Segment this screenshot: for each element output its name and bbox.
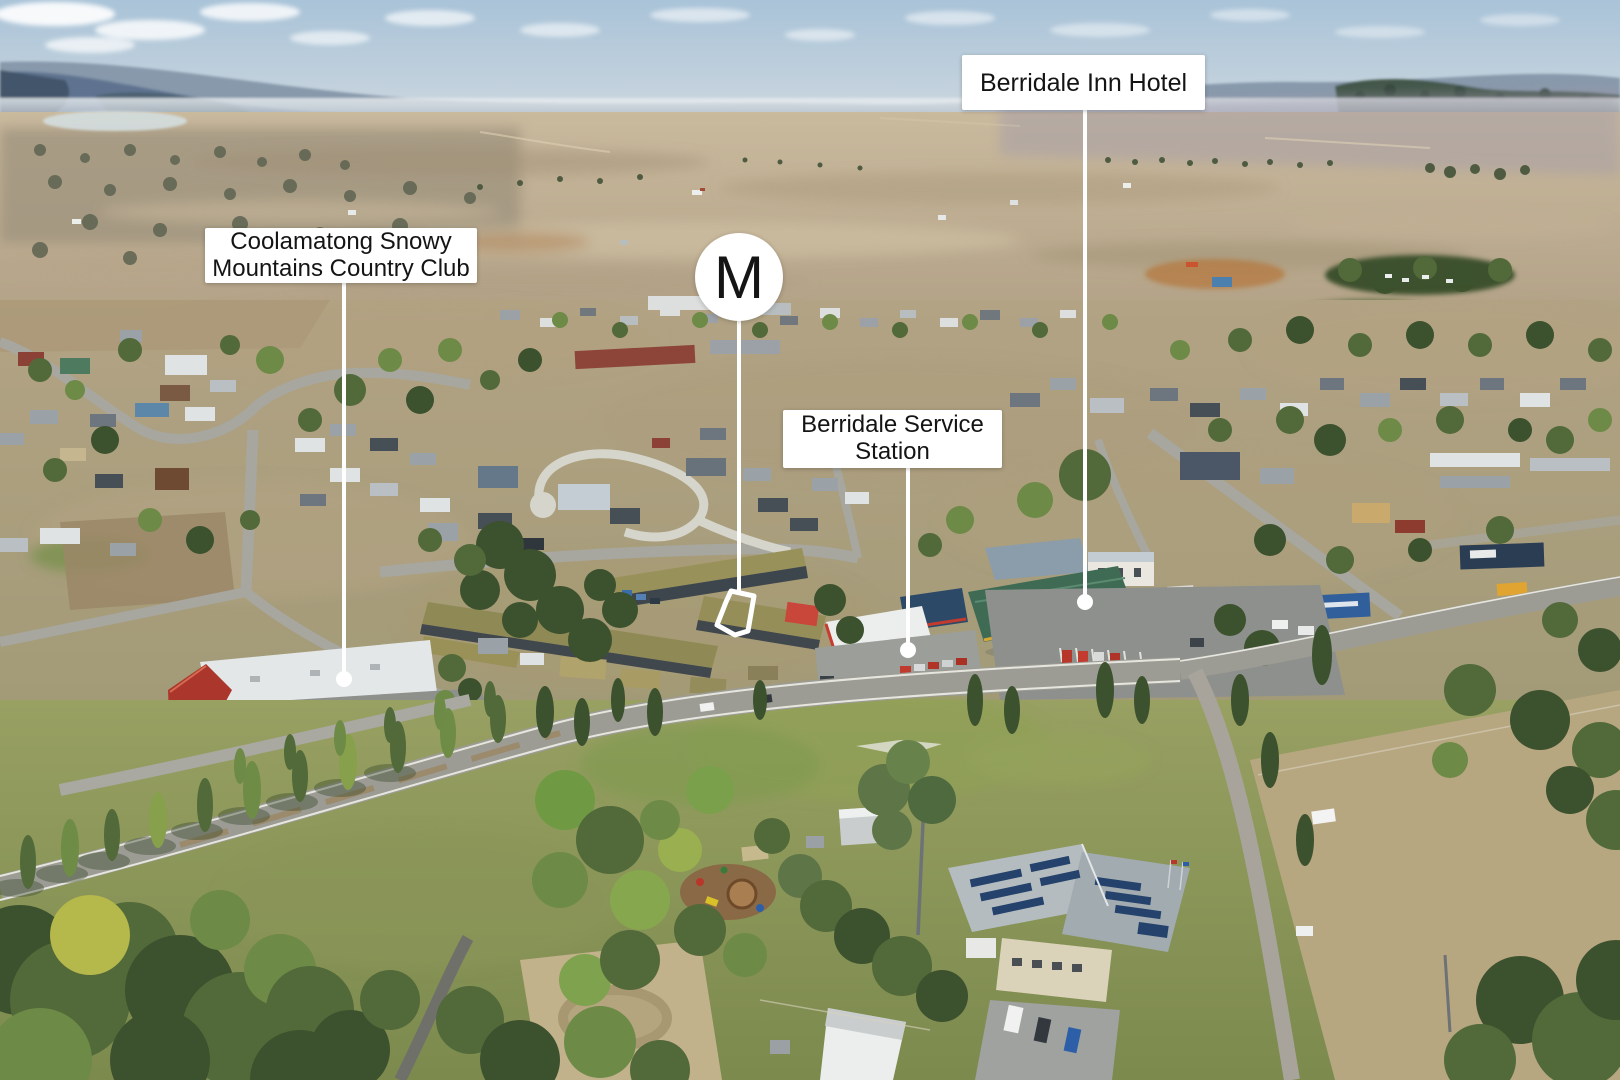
- bottom-house: [759, 999, 931, 1080]
- foreground-trees-left: [0, 890, 690, 1080]
- leader-dots: [336, 594, 1093, 687]
- service-station-dot: [900, 642, 916, 658]
- foreground: [0, 576, 1620, 1080]
- roadside-pines: [536, 625, 1332, 866]
- field-right: [1296, 602, 1620, 1080]
- country-club-dot: [336, 671, 352, 687]
- poplar-avenue: [0, 681, 506, 897]
- marker-m-letter: M: [714, 243, 764, 311]
- new-streets: [530, 449, 792, 557]
- hotel-dot: [1077, 594, 1093, 610]
- townhouse-rows: [420, 548, 826, 696]
- label-hotel: Berridale Inn Hotel: [962, 55, 1205, 110]
- label-service-station: Berridale Service Station: [783, 410, 1002, 468]
- marker-m-circle: M: [695, 233, 783, 321]
- property-highlight-outline: [714, 588, 757, 638]
- council-building: [948, 843, 1190, 1080]
- leader-lines: [342, 109, 1087, 674]
- label-country-club-text: Coolamatong Snowy Mountains Country Club: [212, 227, 470, 282]
- foreground-trees-center: [532, 740, 968, 1022]
- left-houses: [0, 330, 450, 556]
- upper-houses: [500, 296, 1076, 370]
- main-road: [0, 576, 1620, 1080]
- label-country-club: Coolamatong Snowy Mountains Country Club: [205, 228, 477, 283]
- center-houses: [428, 428, 869, 550]
- right-houses: [1010, 378, 1610, 620]
- town-trees: [28, 312, 1612, 710]
- plains-scrub: [32, 144, 477, 265]
- label-hotel-text: Berridale Inn Hotel: [979, 68, 1188, 97]
- poplar-rows: [477, 157, 1530, 190]
- streets: [0, 337, 1620, 711]
- label-service-station-text: Berridale Service Station: [801, 411, 984, 465]
- farm-sheds: [72, 183, 1131, 245]
